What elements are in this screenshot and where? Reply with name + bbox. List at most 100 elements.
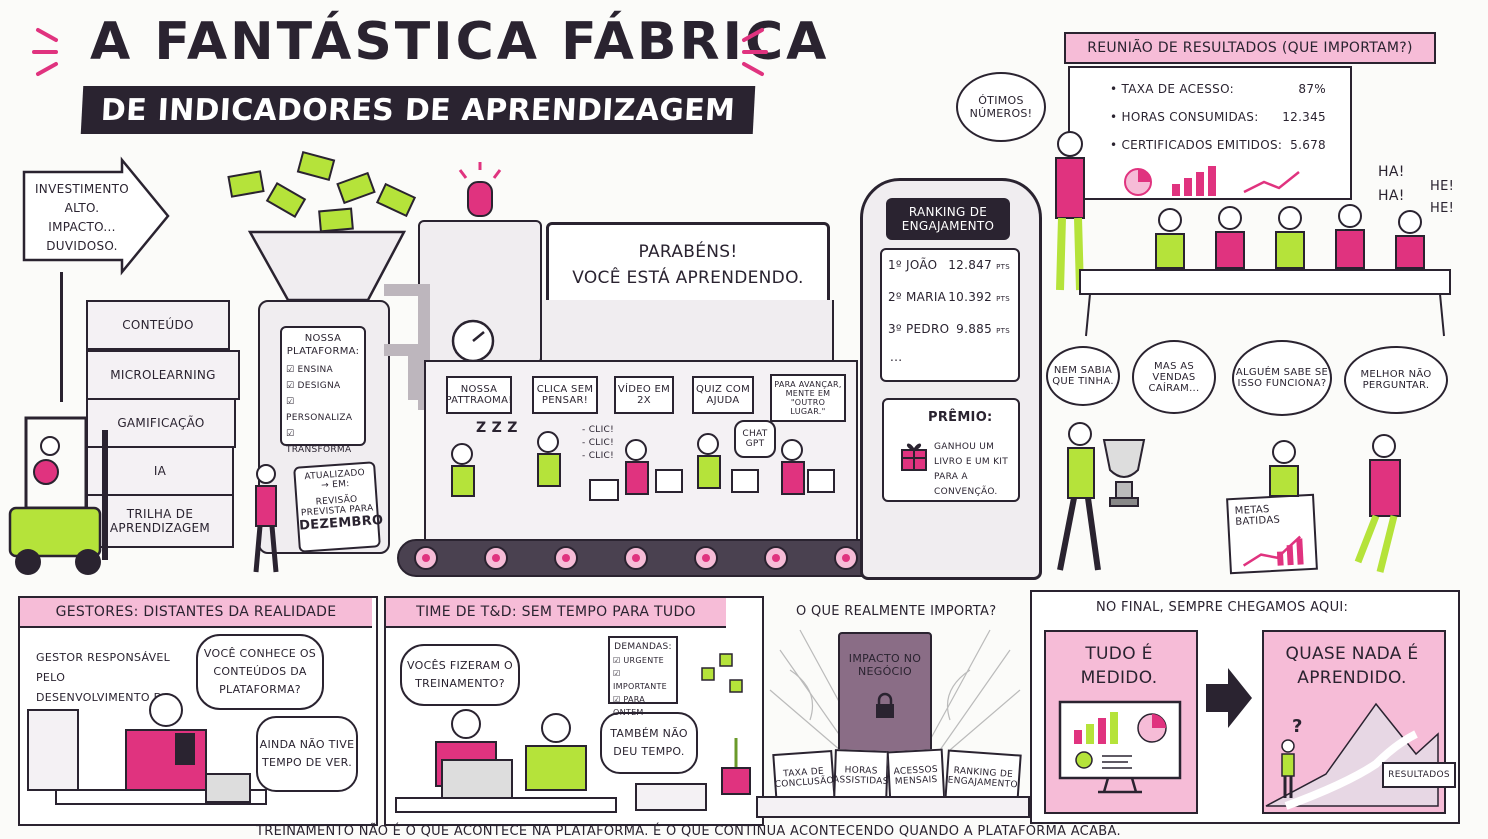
managers-answer-bubble: AINDA NÃO TIVE TEMPO DE VER. <box>256 716 358 792</box>
investment-line-3: IMPACTO... <box>48 220 116 234</box>
platform-item-2: DESIGNA <box>297 381 341 391</box>
goals-board: METAS BATIDAS <box>1226 493 1318 575</box>
trophy-carrier <box>1054 420 1164 585</box>
ranking-row-2: 2º MARIA 10.392 PTS <box>888 290 1010 304</box>
thinking-people <box>1254 432 1444 587</box>
ranking-name-2: MARIA <box>906 290 947 304</box>
ranking-name-1: JOÃO <box>906 258 938 272</box>
forklift-illustration <box>6 410 126 585</box>
ranking-board <box>880 248 1020 382</box>
metric-label-2: HORAS CONSUMIDAS: <box>1121 110 1259 124</box>
ranking-row-1: 1º JOÃO 12.847 PTS <box>888 258 1010 272</box>
meeting-charts <box>1124 164 1324 201</box>
ranking-score-2: 10.392 <box>948 290 993 304</box>
platform-title: NOSSA PLATAFORMA: <box>286 333 360 357</box>
panel-final-title: NO FINAL, SEMPRE CHEGAMOS AQUI: <box>1096 600 1349 615</box>
meeting-screen <box>1068 66 1352 200</box>
chatgpt-bubble: CHAT GPT <box>734 420 776 458</box>
meeting-banner: REUNIÃO DE RESULTADOS (QUE IMPORTAM?) <box>1064 32 1436 64</box>
final-right-text: QUASE NADA É APRENDIDO. <box>1285 644 1419 688</box>
meeting-metric-1: • TAXA DE ACESSO:87% <box>1110 82 1326 96</box>
thought-4: MELHOR NÃO PERGUNTAR. <box>1344 346 1448 414</box>
ranking-title: RANKING DE ENGAJAMENTO <box>886 198 1010 240</box>
siren-icon <box>458 162 502 231</box>
clic-text: - CLIC! - CLIC! - CLIC! <box>582 425 615 461</box>
ranking-pos-2: 2º <box>888 290 902 304</box>
final-left-text: TUDO É MEDIDO. <box>1080 644 1158 688</box>
prize-title: PRÊMIO: <box>928 410 993 425</box>
cobweb <box>769 629 1021 775</box>
panel-matters-title: O QUE REALMENTE IMPORTA? <box>796 604 997 619</box>
belt-label-3: VÍDEO EM 2X <box>614 376 674 414</box>
belt-label-5: PARA AVANÇAR, MENTE EM "OUTRO LUGAR." <box>770 374 846 422</box>
investment-arrow-sign: INVESTIMENTO ALTO. IMPACTO... DUVIDOSO. <box>22 156 170 276</box>
conveyor-belt <box>396 538 926 585</box>
demands-board: DEMANDAS: ☑ URGENTE ☑ IMPORTANTE ☑ PARA … <box>608 636 678 717</box>
metric-label-3: CERTIFICADOS EMITIDOS: <box>1121 138 1283 152</box>
ranking-unit-1: PTS <box>996 263 1010 271</box>
sign-pole <box>60 272 63 402</box>
great-numbers-bubble: ÓTIMOS NÚMEROS! <box>956 72 1046 142</box>
gift-icon <box>900 440 928 477</box>
paper-pile <box>756 796 1030 818</box>
final-question-mark: ? <box>1292 716 1303 737</box>
platform-item-1: ENSINA <box>297 365 334 375</box>
ranking-score-3: 9.885 <box>956 322 993 336</box>
laugh-he: HE! HE! <box>1430 179 1455 216</box>
dashboard-monitor-icon <box>1058 700 1182 801</box>
metric-value-3: 5.678 <box>1290 138 1326 152</box>
money-illustration <box>220 150 420 245</box>
presenter-and-audience <box>1040 130 1460 345</box>
laugh-ha: HA! HA! <box>1378 164 1405 204</box>
page-title: A FANTÁSTICA FÁBRICA <box>90 12 830 72</box>
stack-learning-path: TRILHA DE APRENDIZAGEM <box>86 494 234 548</box>
investment-line-2: ALTO. <box>64 201 100 215</box>
td-answer-bubble: TAMBÉM NÃO DEU TEMPO. <box>600 712 698 774</box>
managers-question-bubble: VOCÊ CONHECE OS CONTEÚDOS DA PLATAFORMA? <box>196 634 324 710</box>
footer-quote: TREINAMENTO NÃO É O QUE ACONTECE NA PLAT… <box>256 824 1121 839</box>
manager-illustration <box>26 690 267 825</box>
stack-microlearning: MICROLEARNING <box>86 350 240 400</box>
door-label: IMPACTO NO NEGÓCIO <box>848 652 922 678</box>
ranking-name-3: PEDRO <box>906 322 950 336</box>
panel-td-title: TIME DE T&D: SEM TEMPO PARA TUDO <box>386 598 726 628</box>
belt-label-1: NOSSA PATTRAOMA! <box>445 376 512 414</box>
investment-line-1: INVESTIMENTO <box>34 182 130 196</box>
demand-3: PARA ONTEM <box>613 695 646 717</box>
lock-icon <box>840 692 930 723</box>
impact-door: IMPACTO NO NEGÓCIO <box>838 632 932 756</box>
learners-illustration <box>440 430 850 535</box>
ranking-unit-3: PTS <box>996 327 1010 335</box>
platform-item-4: TRANSFORMA <box>286 445 352 455</box>
thought-3: ALGUÉM SABE SE ISSO FUNCIONA? <box>1232 340 1332 416</box>
panel-managers-title: GESTORES: DISTANTES DA REALIDADE <box>20 598 372 628</box>
ranking-unit-2: PTS <box>996 295 1010 303</box>
metric-value-2: 12.345 <box>1282 110 1326 124</box>
td-illustration <box>395 698 756 825</box>
card-hours: HORAS ASSISTIDAS <box>833 749 889 803</box>
title-sparks-left <box>30 20 70 85</box>
title-sparks-right <box>730 20 770 85</box>
marquee-line-1: PARABÉNS! <box>638 242 738 262</box>
stack-gamification: GAMIFICAÇÃO <box>86 398 236 448</box>
ranking-more: ... <box>890 350 903 364</box>
meeting-metric-3: • CERTIFICADOS EMITIDOS:5.678 <box>1110 138 1326 152</box>
page-subtitle: DE INDICADORES DE APRENDIZAGEM <box>80 86 756 134</box>
demands-title: DEMANDAS: <box>614 642 672 652</box>
td-question-bubble: VOCÊS FIZERAM O TREINAMENTO? <box>400 644 520 706</box>
ranking-pos-1: 1º <box>888 258 902 272</box>
ranking-score-1: 12.847 <box>948 258 993 272</box>
arrow-right-icon <box>1204 666 1254 735</box>
marquee-line-2: VOCÊ ESTÁ APRENDENDO. <box>572 268 804 288</box>
investment-line-4: DUVIDOSO. <box>46 239 118 253</box>
ranking-row-3: 3º PEDRO 9.885 PTS <box>888 322 1010 336</box>
sticky-notes <box>700 652 750 703</box>
zzz-text: Z Z Z <box>476 420 518 436</box>
belt-label-4: QUIZ COM AJUDA <box>692 376 754 414</box>
metric-value-1: 87% <box>1298 82 1326 96</box>
marquee-frame <box>540 300 834 362</box>
thought-2: MAS AS VENDAS CAÍRAM... <box>1132 340 1216 414</box>
demand-2: IMPORTANTE <box>613 682 668 691</box>
stack-content: CONTEÚDO <box>86 300 230 350</box>
demand-1: URGENTE <box>623 656 665 665</box>
